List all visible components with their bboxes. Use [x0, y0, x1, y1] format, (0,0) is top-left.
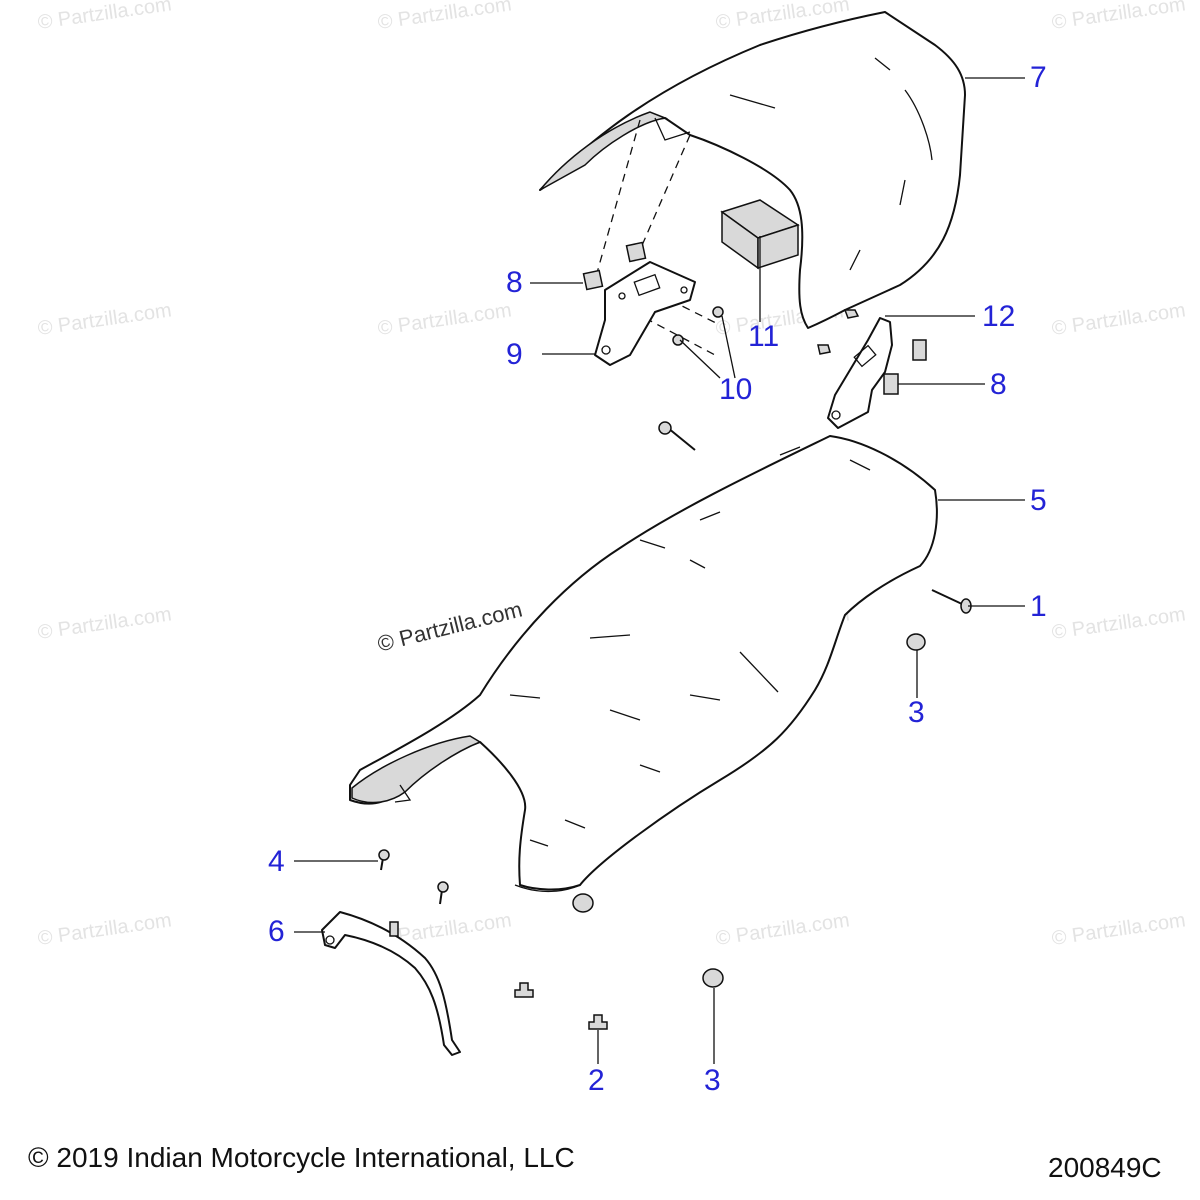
callout-7: 7 [1030, 61, 1047, 94]
callout-8-left: 8 [506, 266, 523, 299]
callout-6: 6 [268, 915, 285, 948]
callout-3-lower: 3 [704, 1064, 721, 1097]
part-1-bolt [931, 589, 972, 614]
part-5-main-seat [349, 435, 938, 893]
part-4-bolts [378, 849, 449, 905]
part-9-bracket [594, 261, 696, 366]
diagram-id: 200849C [1048, 1152, 1162, 1183]
part-6-lower-bracket [321, 911, 461, 1056]
callout-4: 4 [268, 845, 285, 878]
copyright-notice: © 2019 Indian Motorcycle International, … [28, 1142, 575, 1173]
part-8-clip-left [582, 241, 647, 291]
part-10-screws [672, 306, 724, 346]
part-3-grommet-lower [702, 968, 724, 988]
part-12-rear-bracket [817, 309, 927, 429]
callout-9: 9 [506, 338, 523, 371]
part-3-grommet-upper [906, 633, 926, 651]
callout-11: 11 [748, 320, 780, 353]
grommet [572, 893, 594, 913]
callout-8-right: 8 [990, 368, 1007, 401]
part-2-studs [514, 982, 608, 1030]
part-7-rear-seat-cowl [539, 11, 966, 329]
callout-10: 10 [719, 373, 753, 406]
part-11-foam-block [720, 199, 800, 270]
callout-5: 5 [1030, 484, 1047, 517]
callout-2: 2 [588, 1064, 605, 1097]
callout-1: 1 [1030, 590, 1047, 623]
callout-12: 12 [982, 300, 1016, 333]
callout-3-upper: 3 [908, 696, 925, 729]
